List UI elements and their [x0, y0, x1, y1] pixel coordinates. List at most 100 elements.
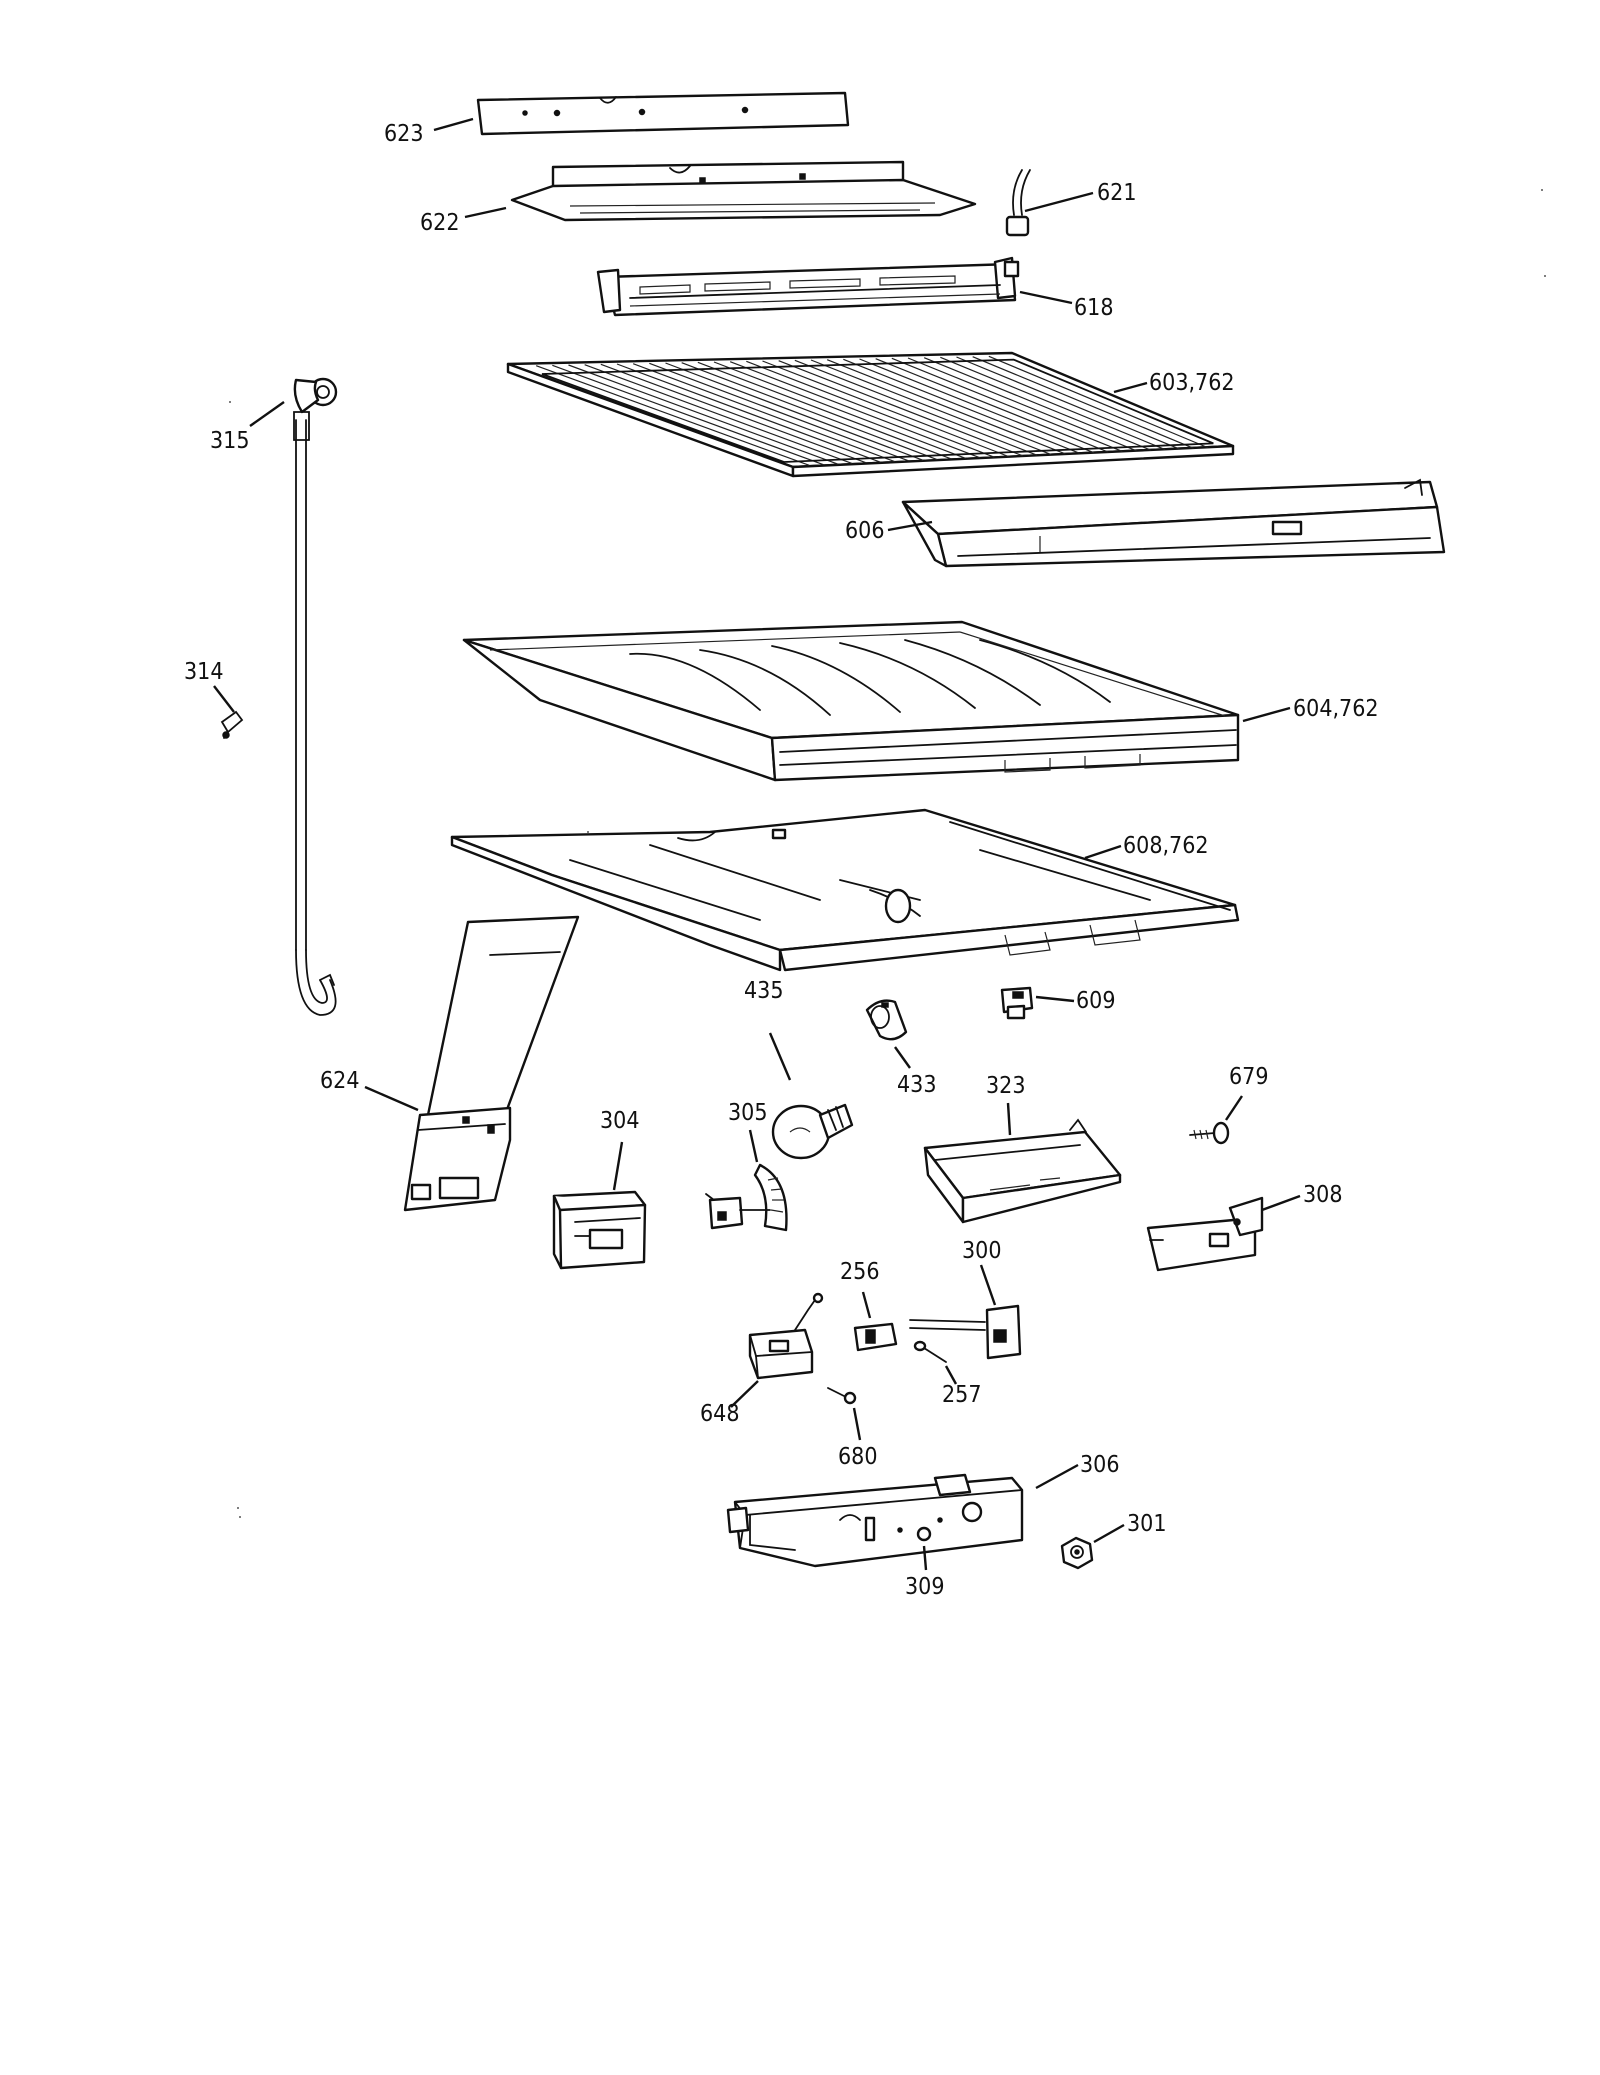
- part-257-screw: [913, 1340, 947, 1363]
- callout-300: 300: [962, 1238, 1002, 1264]
- shelf-wire: [568, 364, 838, 465]
- part-609-switch: [1000, 986, 1034, 1020]
- callout-306: 306: [1080, 1452, 1120, 1478]
- leader-604: [1242, 706, 1291, 723]
- callout-648: 648: [700, 1401, 740, 1427]
- leader-308: [1261, 1194, 1301, 1212]
- callout-603: 603,762: [1149, 370, 1235, 396]
- part-435-bulb: [771, 1103, 854, 1160]
- callout-622: 622: [420, 210, 460, 236]
- part-604-shelf-frame: [462, 620, 1240, 782]
- callout-604: 604,762: [1293, 696, 1379, 722]
- part-606-crisper-cover: [901, 478, 1446, 568]
- callout-309: 309: [905, 1574, 945, 1600]
- part-622-cover: [510, 160, 977, 222]
- shelf-rim: [541, 358, 1214, 463]
- callout-609: 609: [1076, 988, 1116, 1014]
- part-433-socket: [865, 999, 908, 1041]
- callout-256: 256: [840, 1259, 880, 1285]
- leader-680: [852, 1407, 862, 1441]
- leader-609: [1035, 995, 1075, 1003]
- leader-608: [1084, 844, 1122, 860]
- shelf-wire: [649, 362, 910, 462]
- shelf-wire: [826, 359, 1066, 455]
- callout-433: 433: [897, 1072, 937, 1098]
- shelf-wire: [729, 361, 981, 459]
- callout-618: 618: [1074, 295, 1114, 321]
- callout-608: 608,762: [1123, 833, 1209, 859]
- leader-306: [1035, 1463, 1079, 1490]
- leader-648: [730, 1380, 759, 1408]
- part-315-tube: [293, 377, 338, 1016]
- part-304-housing: [552, 1190, 647, 1270]
- shelf-wire: [713, 361, 967, 459]
- leader-606: [887, 520, 933, 532]
- leader-315: [249, 401, 285, 427]
- callout-308: 308: [1303, 1182, 1343, 1208]
- leader-622: [464, 206, 507, 219]
- part-314-clip: [220, 710, 244, 739]
- leader-309: [922, 1545, 928, 1571]
- shelf-wire: [746, 360, 995, 458]
- scan-specks: [229, 189, 1546, 1518]
- part-308-bracket: [1146, 1196, 1264, 1272]
- part-301-nut: [1060, 1536, 1094, 1570]
- shelf-wire: [794, 359, 1038, 456]
- shelf-wire: [535, 365, 810, 466]
- leader-314: [213, 685, 235, 713]
- shelf-wire: [632, 363, 895, 463]
- shelf-wire: [875, 358, 1109, 453]
- part-323-box: [923, 1118, 1122, 1224]
- callout-680: 680: [838, 1444, 878, 1470]
- shelf-wire: [972, 356, 1194, 449]
- shelf-wire: [988, 355, 1208, 449]
- shelf-wire: [923, 357, 1152, 451]
- shelf-wire: [552, 364, 824, 466]
- leader-323: [1006, 1102, 1012, 1136]
- callout-301: 301: [1127, 1511, 1167, 1537]
- part-679-screw: [1189, 1121, 1230, 1145]
- leader-305: [748, 1129, 759, 1163]
- callout-304: 304: [600, 1108, 640, 1134]
- part-305-control: [705, 1163, 788, 1232]
- shelf-wire: [859, 358, 1095, 454]
- leader-679: [1225, 1095, 1243, 1121]
- part-623-strip: [476, 91, 850, 136]
- part-680-screw: [827, 1387, 857, 1405]
- leader-603: [1113, 381, 1148, 394]
- leader-435: [768, 1032, 792, 1081]
- callout-305: 305: [728, 1100, 768, 1126]
- part-618-bracket: [596, 256, 1020, 317]
- shelf-wire: [810, 359, 1052, 456]
- part-621-connector: [1005, 169, 1031, 237]
- part-648-relay: [748, 1292, 824, 1380]
- leader-618: [1019, 290, 1073, 305]
- shelf-wire: [907, 357, 1137, 452]
- shelf-wire: [762, 360, 1009, 458]
- shelf-wire: [940, 356, 1166, 451]
- shelf-wire: [665, 362, 924, 461]
- leader-300: [979, 1264, 997, 1306]
- shelf-wire: [891, 357, 1123, 452]
- shelf-wire: [843, 358, 1080, 454]
- callout-315: 315: [210, 428, 250, 454]
- part-608-shelf-frame: [450, 808, 1240, 972]
- callout-314: 314: [184, 659, 224, 685]
- part-306-housing-base: [726, 1473, 1024, 1568]
- shelf-wire: [600, 363, 867, 464]
- callout-679: 679: [1229, 1064, 1269, 1090]
- shelf-wire: [956, 356, 1180, 450]
- shelf-wire: [616, 363, 881, 463]
- leader-257: [944, 1365, 958, 1385]
- callout-323: 323: [986, 1073, 1026, 1099]
- leader-433: [894, 1046, 911, 1069]
- shelf-wire: [584, 364, 853, 465]
- callout-621: 621: [1097, 180, 1137, 206]
- shelf-wire: [681, 362, 938, 461]
- part-624-duct: [403, 915, 580, 1212]
- shelf-wire: [697, 361, 952, 460]
- leader-301: [1093, 1523, 1125, 1544]
- part-256-switch: [853, 1322, 898, 1352]
- leader-624: [364, 1085, 419, 1112]
